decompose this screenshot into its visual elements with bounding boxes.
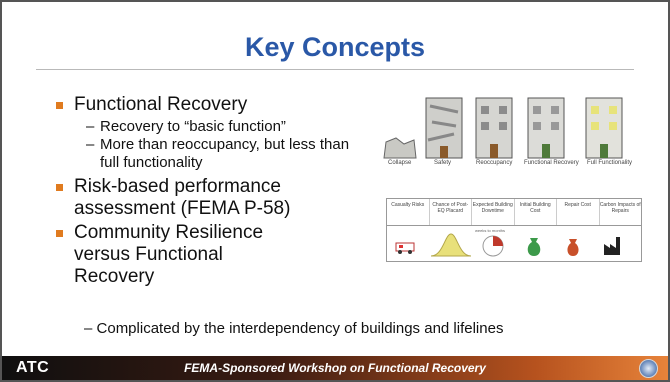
downtime-label: weeks to months bbox=[475, 228, 506, 233]
ambulance-icon bbox=[395, 242, 415, 254]
money-bag-red-icon bbox=[567, 239, 579, 256]
performance-metrics-figure: Casualty Risks Chance of Post-EQ Placard… bbox=[386, 198, 642, 262]
fema-seal-icon bbox=[639, 359, 658, 378]
dash: – bbox=[84, 320, 93, 337]
slide-title: Key Concepts bbox=[244, 32, 426, 62]
bullet-item: Community Resilience versus Functional R… bbox=[56, 222, 274, 288]
sub-bullet-item: –Recovery to “basic function” bbox=[70, 118, 396, 136]
building-caption: Safety bbox=[434, 160, 452, 166]
sub-bullet-text: More than reoccupancy, but less than ful… bbox=[100, 136, 350, 171]
sub-bullet-text: Complicated by the interdependency of bu… bbox=[96, 320, 504, 337]
full-functionality-building-icon bbox=[585, 97, 623, 159]
atc-logo: ATC bbox=[16, 359, 50, 376]
bullet-item: Risk-based performance assessment (FEMA … bbox=[56, 176, 314, 220]
building-caption: Reoccupancy bbox=[476, 160, 513, 166]
pie-clock-icon bbox=[482, 235, 504, 257]
bullet-text: Community Resilience versus Functional R… bbox=[74, 222, 264, 287]
dash: – bbox=[86, 118, 95, 135]
footer-text: FEMA-Sponsored Workshop on Functional Re… bbox=[184, 361, 486, 375]
metrics-header-cell: Repair Cost bbox=[557, 199, 600, 225]
building-performance-figure: Collapse Safety Reoccupancy Functional R… bbox=[382, 94, 640, 172]
metrics-header-cell: Chance of Post-EQ Placard bbox=[430, 199, 472, 225]
functional-recovery-building-icon bbox=[527, 97, 565, 159]
metrics-header-cell: Carbon Impacts of Repairs bbox=[599, 202, 641, 214]
building-caption: Collapse bbox=[388, 160, 412, 166]
bullet-list: Functional Recovery –Recovery to “basic … bbox=[56, 94, 396, 290]
bell-curve-icon bbox=[431, 233, 471, 257]
footer-bar: ATC FEMA-Sponsored Workshop on Functiona… bbox=[2, 356, 668, 380]
dash: – bbox=[86, 136, 95, 153]
sub-bullet-item: –More than reoccupancy, but less than fu… bbox=[70, 136, 350, 172]
collapse-building-icon bbox=[383, 137, 417, 159]
metrics-icons-row: weeks to months bbox=[387, 225, 641, 261]
money-bag-green-icon bbox=[527, 238, 541, 256]
building-caption: Full Functionality bbox=[587, 160, 633, 166]
sub-bullet-text: Recovery to “basic function” bbox=[100, 118, 286, 135]
factory-icon bbox=[604, 237, 620, 255]
safety-building-icon bbox=[425, 97, 463, 159]
title-divider bbox=[36, 69, 634, 70]
metrics-header-cell: Casualty Risks bbox=[387, 199, 430, 225]
metrics-header: Casualty Risks Chance of Post-EQ Placard… bbox=[387, 199, 641, 225]
bullet-item: Functional Recovery bbox=[56, 94, 396, 116]
sub-bullet-item: – Complicated by the interdependency of … bbox=[84, 320, 503, 337]
metrics-header-cell: Initial Building Cost bbox=[515, 199, 557, 225]
metrics-header-cell: Expected Building Downtime bbox=[472, 199, 515, 225]
bullet-text: Functional Recovery bbox=[74, 94, 248, 115]
building-caption: Functional Recovery bbox=[524, 160, 579, 166]
bullet-text: Risk-based performance assessment (FEMA … bbox=[74, 176, 291, 219]
reoccupancy-building-icon bbox=[475, 97, 513, 159]
